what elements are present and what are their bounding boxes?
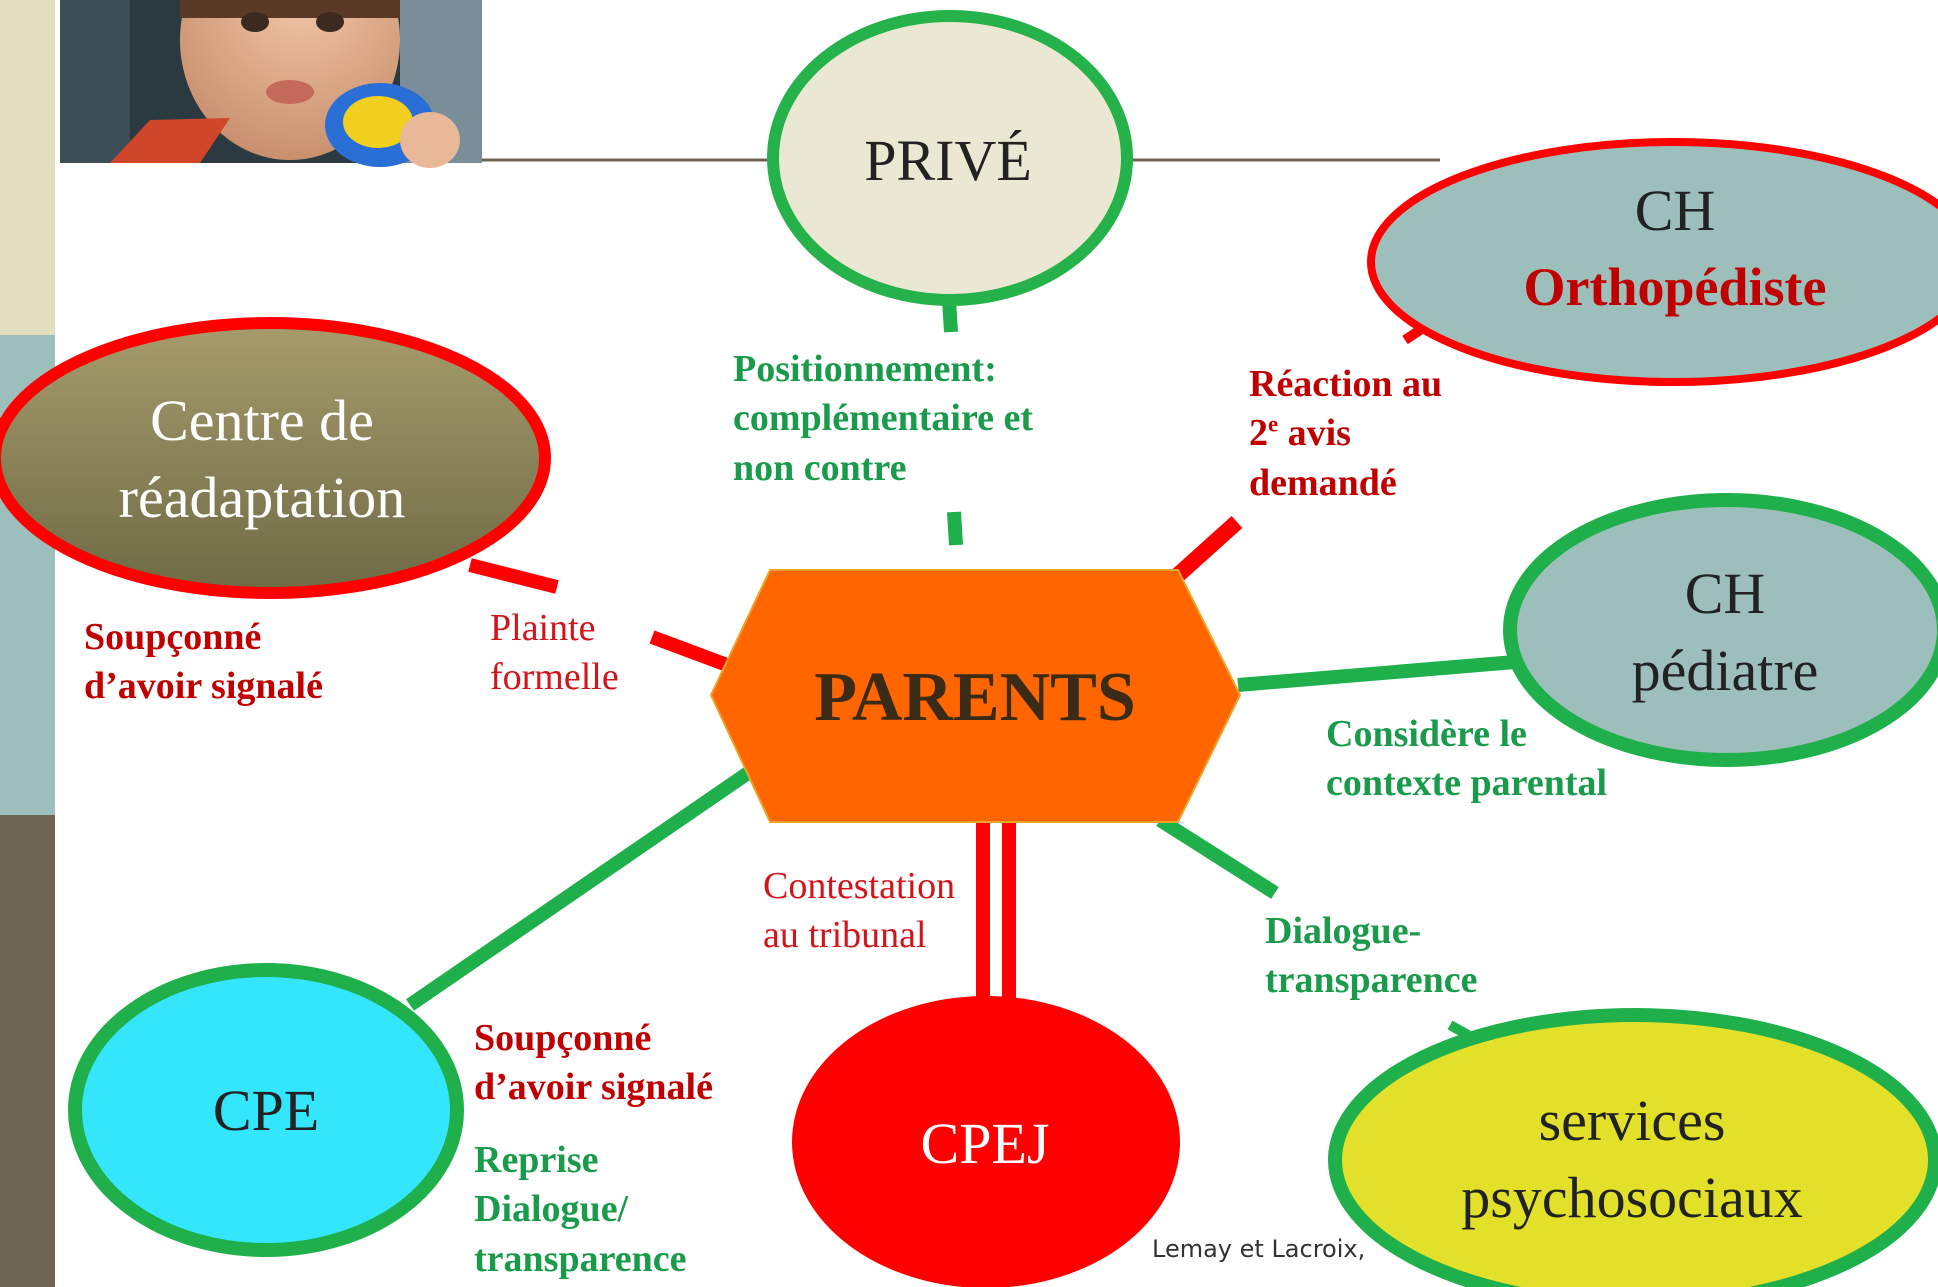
node-centre-line1: Centre de xyxy=(150,388,374,453)
edge-ortho-tail xyxy=(1402,325,1423,345)
edge-label-plainte: Plainte formelle xyxy=(490,604,619,703)
edge-label-plainte-line1: Plainte xyxy=(490,607,596,649)
edge-prive-bottom xyxy=(947,511,963,546)
left-bar-bottom xyxy=(0,815,55,1287)
edge-label-cpe-reprise-line1: Reprise xyxy=(474,1139,599,1181)
edge-centre-part2 xyxy=(649,630,730,672)
edge-pediatre xyxy=(1237,655,1516,692)
edge-label-cpej-line1: Contestation xyxy=(763,865,956,907)
edge-label-ch-ortho-line1: Réaction au xyxy=(1249,363,1443,405)
node-ch-ortho-line2: Orthopédiste xyxy=(1524,257,1827,317)
edge-label-ch-ortho: Réaction au 2e avis demandé xyxy=(1249,360,1442,508)
edge-label-centre-soupcon-line1: Soupçonné xyxy=(84,616,262,658)
edge-label-ch-pediatre-line1: Considère le xyxy=(1326,713,1527,755)
edge-label-cpe-soupcon: Soupçonné d’avoir signalé xyxy=(474,1014,713,1113)
edge-centre-part1 xyxy=(468,558,559,594)
edge-label-centre-soupcon-line2: d’avoir signalé xyxy=(84,665,323,708)
edge-label-ch-pediatre-line2: contexte parental xyxy=(1326,762,1608,805)
superscript-value: 2e avis xyxy=(1249,411,1351,455)
edge-label-prive: Positionnement: complémentaire et non co… xyxy=(733,345,1033,493)
edge-label-prive-line1: Positionnement: xyxy=(733,348,997,390)
node-services-line1: services xyxy=(1539,1088,1726,1153)
edge-label-cpej-line2: au tribunal xyxy=(763,914,927,957)
edge-label-ch-ortho-line3: demandé xyxy=(1249,461,1397,504)
node-ch-pediatre xyxy=(1503,493,1938,767)
edge-label-cpe-reprise: Reprise Dialogue/ transparence xyxy=(474,1136,687,1284)
node-ch-orthopediste xyxy=(1367,138,1938,386)
left-bar-top xyxy=(0,0,55,335)
node-ch-pediatre-line2: pédiatre xyxy=(1632,638,1819,703)
node-cpe-label: CPE xyxy=(213,1078,319,1143)
edge-label-services-line2: transparence xyxy=(1265,959,1478,1002)
edge-label-cpej: Contestation au tribunal xyxy=(763,862,955,961)
edge-label-cpe-reprise-line2: Dialogue/ xyxy=(474,1188,629,1231)
node-services-line2: psychosociaux xyxy=(1461,1165,1803,1230)
node-ch-ortho-line1: CH xyxy=(1635,178,1716,243)
node-parents xyxy=(709,569,1242,823)
edge-label-services: Dialogue- transparence xyxy=(1265,907,1478,1006)
edge-cpe xyxy=(406,767,752,1011)
node-centre-readaptation xyxy=(0,317,551,599)
node-ch-pediatre-line1: CH xyxy=(1685,561,1766,626)
node-cpej-label: CPEJ xyxy=(921,1111,1050,1176)
superscript-e: e xyxy=(1268,411,1279,437)
edge-ortho xyxy=(1172,516,1243,581)
edge-label-cpe-soupcon-line1: Soupçonné xyxy=(474,1017,652,1059)
node-centre-line2: réadaptation xyxy=(119,465,406,530)
node-services-psychosociaux xyxy=(1328,1008,1938,1287)
credit-text: Lemay et Lacroix, xyxy=(1152,1235,1366,1263)
child-photo xyxy=(60,0,482,168)
edge-label-prive-line2: complémentaire et xyxy=(733,397,1034,440)
edge-label-centre-soupcon: Soupçonné d’avoir signalé xyxy=(84,613,323,712)
edge-label-ch-ortho-line2: 2e avis xyxy=(1249,409,1442,458)
edge-label-services-line1: Dialogue- xyxy=(1265,910,1422,952)
edge-label-plainte-line2: formelle xyxy=(490,656,619,699)
node-prive-label: PRIVÉ xyxy=(864,128,1032,193)
edge-services xyxy=(1156,814,1279,899)
edge-label-ch-pediatre: Considère le contexte parental xyxy=(1326,710,1607,809)
node-parents-label: PARENTS xyxy=(814,659,1136,736)
node-cpe xyxy=(68,963,464,1257)
node-prive xyxy=(767,10,1133,306)
edge-label-cpe-soupcon-line2: d’avoir signalé xyxy=(474,1066,713,1109)
node-cpej xyxy=(792,996,1180,1287)
edge-label-prive-line3: non contre xyxy=(733,446,907,489)
edge-label-cpe-reprise-line3: transparence xyxy=(474,1237,687,1280)
